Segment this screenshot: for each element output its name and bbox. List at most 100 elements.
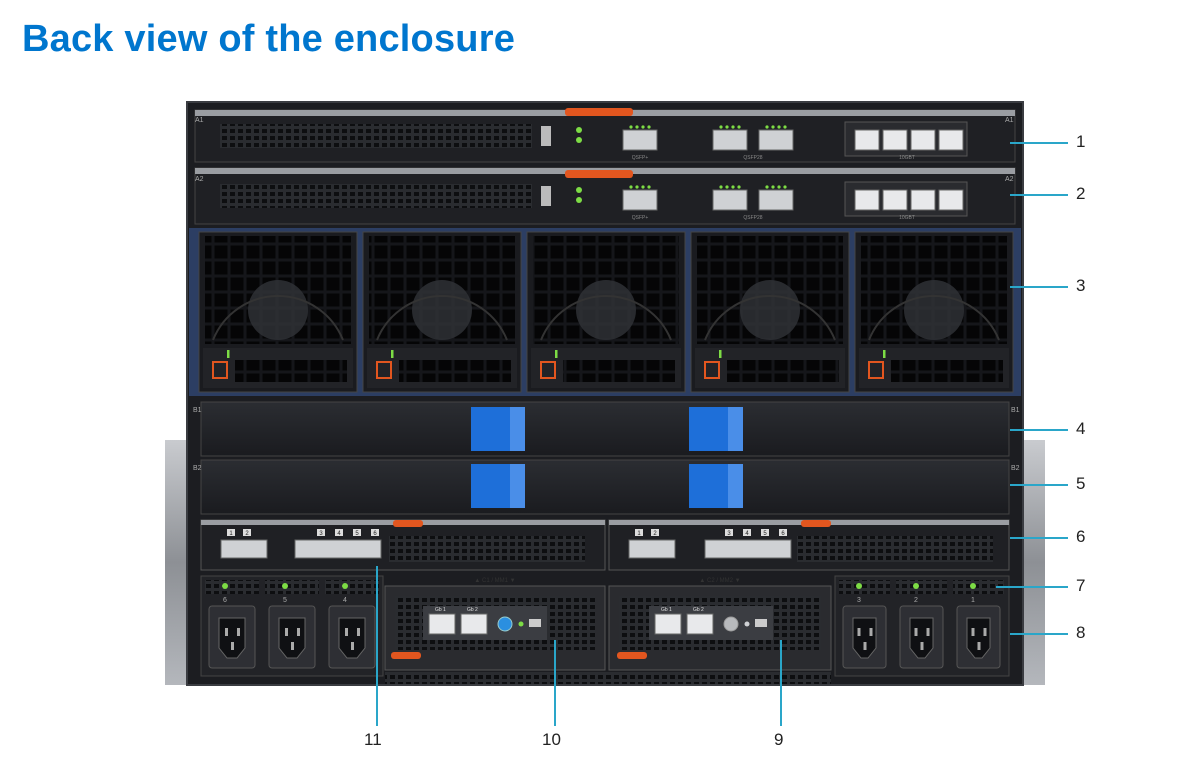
- slot-a2-left: A2: [195, 176, 204, 183]
- callout-4: 4: [1076, 419, 1086, 438]
- leader-line-8: [1010, 633, 1068, 635]
- power-inlet-icon: [278, 617, 306, 659]
- fan-release-latch[interactable]: [212, 361, 228, 379]
- psu-3[interactable]: 3: [839, 580, 890, 669]
- psu-2[interactable]: 2: [896, 580, 947, 669]
- psu-status-led: [342, 583, 348, 589]
- leader-line-10: [554, 640, 556, 726]
- slot-b1-left: B1: [193, 407, 202, 414]
- port-number-6: 6: [781, 531, 785, 537]
- fan-release-latch[interactable]: [376, 361, 392, 379]
- fan-module[interactable]: [690, 231, 850, 393]
- qsfp-label: QSFP+: [632, 155, 649, 161]
- fan-release-latch[interactable]: [540, 361, 556, 379]
- callout-2: 2: [1076, 184, 1086, 203]
- leader-line-4: [1010, 429, 1068, 431]
- 10gbt-label: 10GBT: [899, 215, 915, 221]
- port-number-4: 4: [337, 531, 341, 537]
- power-inlet-icon: [338, 617, 366, 659]
- fan-release-latch[interactable]: [704, 361, 720, 379]
- gb2-label: Gb 2: [693, 607, 704, 613]
- gb2-label: Gb 2: [467, 607, 478, 613]
- slot-b2-right: B2: [1011, 465, 1020, 472]
- fan-modules: [189, 228, 1021, 396]
- release-handle[interactable]: [391, 652, 421, 659]
- id-button[interactable]: [723, 616, 739, 632]
- release-handle[interactable]: [565, 108, 633, 116]
- mm1-label: ▲ C1 / MM1 ▼: [474, 578, 515, 584]
- management-module-1[interactable]: Gb 1 Gb 2 ▲ C1 / MM1 ▼: [384, 578, 606, 671]
- callout-1: 1: [1076, 132, 1086, 151]
- port-number-5: 5: [763, 531, 767, 537]
- mm2-label: ▲ C2 / MM2 ▼: [699, 578, 740, 584]
- psu-number: 1: [971, 597, 975, 604]
- leader-line-5: [1010, 484, 1068, 486]
- fan-status-led: [391, 350, 394, 358]
- 10gbt-label: 10GBT: [899, 155, 915, 161]
- fan-module[interactable]: [198, 231, 358, 393]
- callout-8: 8: [1076, 623, 1086, 642]
- slot-a1-right: A1: [1005, 117, 1014, 124]
- fan-status-led: [555, 350, 558, 358]
- power-inlet-icon: [218, 617, 246, 659]
- port-number-3: 3: [727, 531, 731, 537]
- leader-line-11: [376, 566, 378, 726]
- leader-line-9: [780, 640, 782, 726]
- psu-6[interactable]: 6: [205, 580, 259, 669]
- psu-status-led: [913, 583, 919, 589]
- leader-line-2: [1010, 194, 1068, 196]
- psu-status-led: [282, 583, 288, 589]
- port-number-6: 6: [373, 531, 377, 537]
- io-module-a2[interactable]: QSFP+ QSFP28 10GBT A2 A2: [194, 167, 1016, 225]
- fan-module[interactable]: [362, 231, 522, 393]
- psu-5[interactable]: 5: [265, 580, 319, 669]
- management-module-2[interactable]: Gb 1 Gb 2 ▲ C2 / MM2 ▼: [608, 578, 832, 671]
- release-handle[interactable]: [617, 652, 647, 659]
- psu-status-led: [856, 583, 862, 589]
- slot-a2-right: A2: [1005, 176, 1014, 183]
- fan-status-led: [719, 350, 722, 358]
- callout-9: 9: [774, 730, 784, 749]
- id-button[interactable]: [497, 616, 513, 632]
- fan-module[interactable]: [854, 231, 1014, 393]
- callout-6: 6: [1076, 527, 1086, 546]
- blank-b1[interactable]: B1 B1: [193, 401, 1020, 457]
- slot-a1-left: A1: [195, 117, 204, 124]
- enclosure-back-view: QSFP+ QSFP28 10GBT A1 A1 QSFP+ QSFP28 10…: [165, 101, 1045, 686]
- port-number-4: 4: [745, 531, 749, 537]
- release-handle[interactable]: [565, 170, 633, 178]
- fan-module[interactable]: [526, 231, 686, 393]
- page-title: Back view of the enclosure: [22, 18, 516, 60]
- psu-bank-right: 3 2 1: [834, 575, 1010, 677]
- release-handle[interactable]: [801, 520, 831, 527]
- slot-b2-left: B2: [193, 465, 202, 472]
- psu-number: 4: [343, 597, 347, 604]
- leader-line-1: [1010, 142, 1068, 144]
- gb1-label: Gb 1: [435, 607, 446, 613]
- power-inlet-icon: [966, 617, 991, 659]
- port-number-3: 3: [319, 531, 323, 537]
- psu-bank-left: 6 5 4: [200, 575, 384, 677]
- fan-status-led: [227, 350, 230, 358]
- psu-status-led: [222, 583, 228, 589]
- release-handle[interactable]: [393, 520, 423, 527]
- io-module-a1[interactable]: QSFP+ QSFP28 10GBT A1 A1: [194, 108, 1016, 163]
- port-number-1: 1: [229, 531, 233, 537]
- psu-4[interactable]: 4: [325, 580, 379, 669]
- callout-3: 3: [1076, 276, 1086, 295]
- port-number-2: 2: [653, 531, 657, 537]
- qsfp28-label: QSFP28: [743, 215, 762, 221]
- blank-b2[interactable]: B2 B2: [193, 459, 1020, 515]
- leader-line-3: [1010, 286, 1068, 288]
- power-inlet-icon: [909, 617, 934, 659]
- psu-1[interactable]: 1: [953, 580, 1004, 669]
- slot-b1-right: B1: [1011, 407, 1020, 414]
- psu-number: 3: [857, 597, 861, 604]
- psu-number: 2: [914, 597, 918, 604]
- fan-release-latch[interactable]: [868, 361, 884, 379]
- qsfp-label: QSFP+: [632, 215, 649, 221]
- port-number-2: 2: [245, 531, 249, 537]
- psu-number: 5: [283, 597, 287, 604]
